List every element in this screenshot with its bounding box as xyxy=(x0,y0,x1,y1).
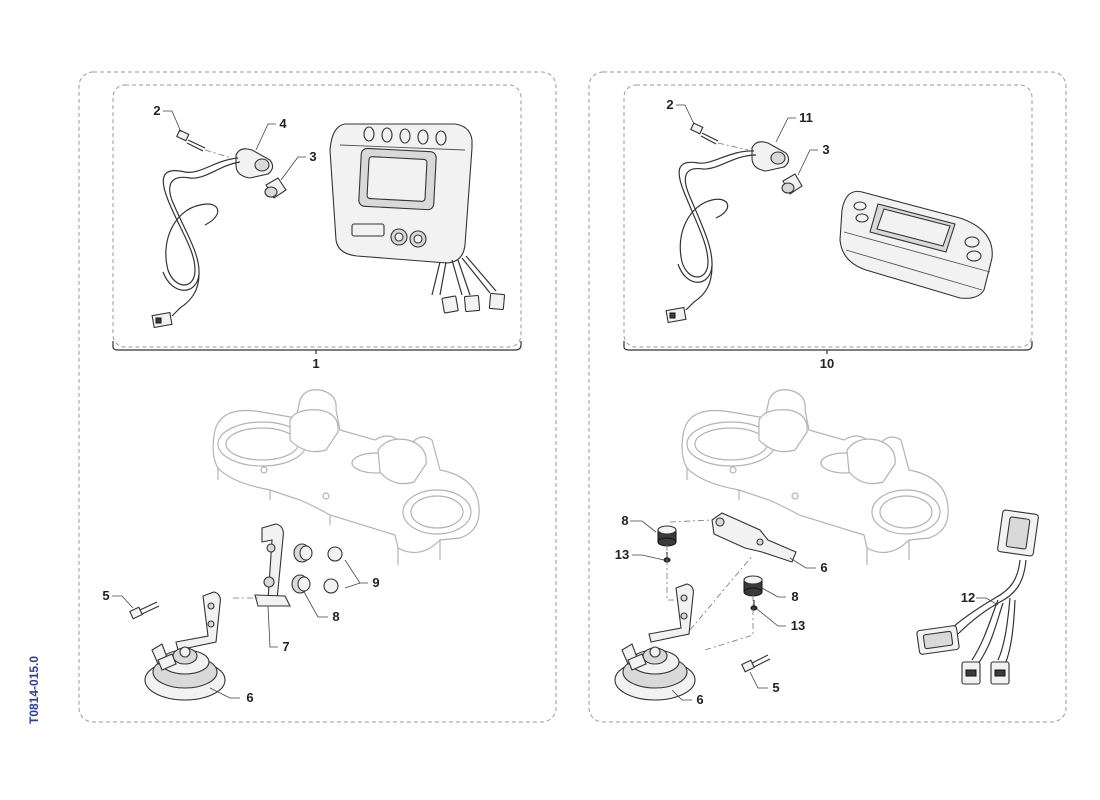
left-horn-label: 6 xyxy=(246,690,253,705)
left-dashboard-part xyxy=(329,123,506,314)
left-horn-bolt-part xyxy=(129,601,160,620)
right-clamp-part xyxy=(681,389,949,565)
right-sensor-label: 11 xyxy=(799,110,813,125)
left-horn-part xyxy=(144,643,226,701)
left-clamp-part xyxy=(212,389,480,565)
right-dashboard-part xyxy=(839,190,993,299)
right-screw-top-label: 13 xyxy=(615,547,629,562)
left-horn-bushings-part xyxy=(291,543,343,594)
left-kit-frame xyxy=(112,84,522,348)
reference-code: T0814-015.0 xyxy=(27,656,41,724)
left-horn-bolt-label: 5 xyxy=(102,588,109,603)
left-bolt-label: 2 xyxy=(153,103,160,118)
left-kit-label: 1 xyxy=(312,356,319,371)
left-horn-plate-part xyxy=(175,591,221,651)
right-horn-bolt-part xyxy=(741,654,771,673)
right-damper-top-part xyxy=(657,525,677,547)
left-bolt-part xyxy=(176,129,233,159)
right-bolt-part xyxy=(690,122,749,151)
right-plate-label: 6 xyxy=(820,560,827,575)
right-spacer-label: 3 xyxy=(822,142,829,157)
right-mount-plate-part xyxy=(711,512,797,563)
right-horn-part xyxy=(614,643,696,701)
leader-lines xyxy=(112,104,999,701)
right-damper-bottom-part xyxy=(743,575,763,597)
left-horn-bracket-part xyxy=(233,523,291,607)
right-horn-bolt-label: 5 xyxy=(772,680,779,695)
right-harness-label: 12 xyxy=(961,590,975,605)
left-bushing-label: 8 xyxy=(332,609,339,624)
right-kit-bracket xyxy=(623,341,1033,354)
right-sensor-part xyxy=(677,141,790,311)
left-grommets-label: 9 xyxy=(372,575,379,590)
left-connector-part xyxy=(151,311,173,329)
right-harness-part xyxy=(916,509,1039,685)
right-horn-label: 6 xyxy=(696,692,703,707)
right-damper-top-label: 8 xyxy=(621,513,628,528)
left-kit-bracket xyxy=(112,341,522,354)
left-spacer-label: 3 xyxy=(309,149,316,164)
right-damper-bottom-label: 8 xyxy=(791,589,798,604)
right-horn-plate-part xyxy=(648,583,694,643)
right-connector-part xyxy=(665,306,687,324)
right-bolt-label: 2 xyxy=(666,97,673,112)
right-kit-label: 10 xyxy=(820,356,834,371)
right-spacer-part xyxy=(781,173,803,195)
right-kit-frame xyxy=(623,84,1033,348)
left-bracket-label: 7 xyxy=(282,639,289,654)
left-sensor-label: 4 xyxy=(279,116,287,131)
left-sensor-part xyxy=(162,148,274,317)
right-panel-frame xyxy=(588,71,1067,723)
left-panel-frame xyxy=(78,71,557,723)
right-screw-bottom-label: 13 xyxy=(791,618,805,633)
right-screw-bottom-part xyxy=(750,600,758,611)
left-spacer-part xyxy=(264,177,287,199)
